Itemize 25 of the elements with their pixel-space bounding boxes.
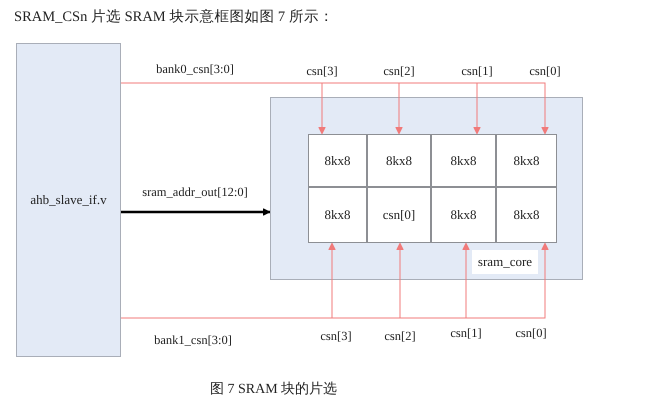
title-text: SRAM_CSn 片选 SRAM 块示意框图如图 7 所示： — [14, 8, 334, 26]
memory-cell: 8kx8 — [431, 134, 496, 187]
memory-cell: 8kx8 — [496, 134, 557, 187]
edge-label: csn[0] — [515, 326, 547, 341]
memory-cell: csn[0] — [367, 187, 431, 243]
edge-label: csn[1] — [461, 64, 493, 79]
memory-cell: 8kx8 — [431, 187, 496, 243]
edge-label: csn[0] — [529, 64, 561, 79]
edge-label: csn[2] — [383, 64, 415, 79]
signal-label: bank1_csn[3:0] — [154, 333, 232, 348]
memory-cell: 8kx8 — [496, 187, 557, 243]
memory-cell: 8kx8 — [367, 134, 431, 187]
edge-label: csn[2] — [384, 329, 416, 344]
figure-caption: 图 7 SRAM 块的片选 — [210, 380, 338, 398]
signal-label: bank0_csn[3:0] — [156, 62, 234, 77]
edge-label: csn[1] — [450, 326, 482, 341]
memory-cell: 8kx8 — [308, 134, 367, 187]
memory-cell: 8kx8 — [308, 187, 367, 243]
edge-label: csn[3] — [306, 64, 338, 79]
edge-label: sram_addr_out[12:0] — [142, 185, 248, 200]
edge-label: csn[3] — [320, 329, 352, 344]
arrow — [121, 208, 270, 216]
container-box — [270, 97, 583, 280]
module-box: ahb_slave_if.v — [16, 43, 121, 357]
block-label: sram_core — [472, 250, 538, 274]
